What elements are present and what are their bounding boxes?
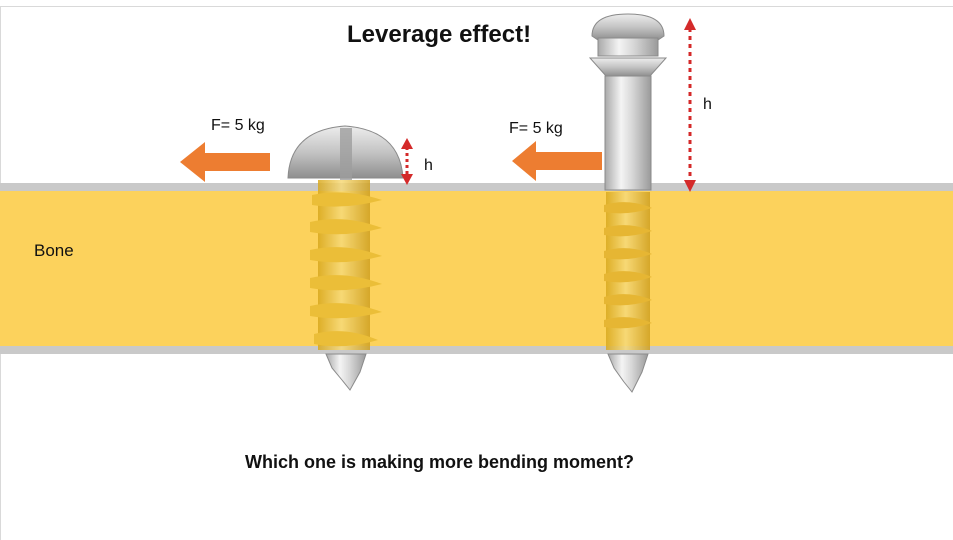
height-arrow-short-icon bbox=[401, 138, 413, 185]
bone-layer bbox=[0, 183, 953, 354]
right-height-label: h bbox=[703, 96, 712, 113]
force-arrow-left-icon bbox=[180, 142, 270, 182]
long-screw-threads bbox=[604, 192, 652, 350]
long-screw-cap bbox=[591, 13, 665, 41]
left-force-label: F= 5 kg bbox=[211, 117, 265, 134]
long-screw-collar bbox=[588, 57, 668, 77]
bone-cortex-bottom bbox=[0, 346, 953, 354]
right-force-label: F= 5 kg bbox=[509, 120, 563, 137]
short-screw bbox=[287, 125, 404, 391]
force-arrow-right-icon bbox=[512, 141, 602, 181]
short-screw-threads bbox=[310, 180, 382, 350]
long-screw-tip bbox=[607, 353, 649, 393]
short-screw-tip bbox=[325, 353, 367, 391]
height-arrow-long-icon bbox=[684, 18, 696, 192]
bone-body bbox=[0, 191, 953, 346]
bone-label: Bone bbox=[34, 241, 74, 260]
bone-cortex-top bbox=[0, 183, 953, 191]
long-screw bbox=[588, 13, 668, 393]
long-screw-neck bbox=[604, 75, 652, 191]
question-text: Which one is making more bending moment? bbox=[245, 452, 635, 472]
slide-title: Leverage effect! bbox=[347, 21, 532, 48]
short-screw-slot bbox=[340, 128, 352, 180]
left-height-label: h bbox=[424, 157, 433, 174]
